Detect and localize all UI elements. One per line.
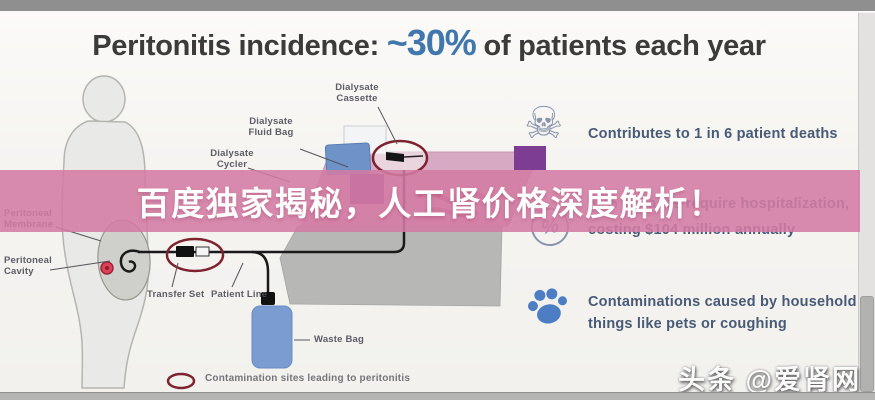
label-patient-line: Patient Line (211, 289, 268, 300)
bottom-border-band (0, 392, 875, 400)
fact-contamination-line1: Contaminations caused by household (588, 294, 857, 310)
label-waste-bag: Waste Bag (314, 334, 365, 345)
catheter-spiral (119, 249, 141, 273)
waste-connector (261, 292, 275, 305)
page-title: Peritonitis incidence: ~30% of patients … (0, 22, 858, 64)
title-highlight-30pct: ~30% (386, 22, 477, 63)
waste-tube (251, 250, 270, 294)
transfer-alert-ellipse (165, 237, 225, 273)
legend-text: Contamination sites leading to peritonit… (205, 373, 411, 384)
label-dialysate-fluid-bag: Dialysate Fluid Bag (248, 116, 294, 139)
body-silhouette (61, 75, 151, 389)
fact-deaths: Contributes to 1 in 6 patient deaths (588, 126, 838, 142)
waste-bag-shape (251, 305, 293, 369)
fact-contamination-line2: things like pets or coughing (588, 316, 787, 332)
title-prefix: Peritonitis incidence: (92, 30, 387, 62)
transfer-connector-dark (176, 246, 194, 257)
headline-banner: 百度独家揭秘，人工肾价格深度解析！ (0, 170, 860, 232)
skull-icon: ☠ (524, 99, 564, 148)
label-peritoneal-cavity: Peritoneal Cavity (4, 255, 52, 278)
scrollbar-thumb[interactable] (860, 296, 874, 392)
watermark-toutiao: 头条 @爱肾网 (678, 365, 861, 395)
patient-tube (138, 170, 406, 254)
label-transfer-set: Transfer Set (147, 289, 205, 300)
cassette-plug (386, 152, 404, 162)
headline-banner-text: 百度独家揭秘，人工肾价格深度解析！ (136, 185, 724, 222)
label-dialysate-cassette: Dialysate Cassette (335, 82, 379, 105)
tubing (119, 170, 406, 294)
machine-front-face (279, 225, 503, 307)
machine-panel-2 (514, 146, 546, 170)
legend-alert-ellipse (166, 372, 196, 390)
paw-icon (522, 282, 575, 337)
title-suffix: of patients each year (475, 30, 767, 62)
transfer-connector-light (195, 246, 210, 257)
label-dialysate-cycler: Dialysate Cycler (210, 148, 254, 171)
top-border-band (0, 0, 875, 12)
